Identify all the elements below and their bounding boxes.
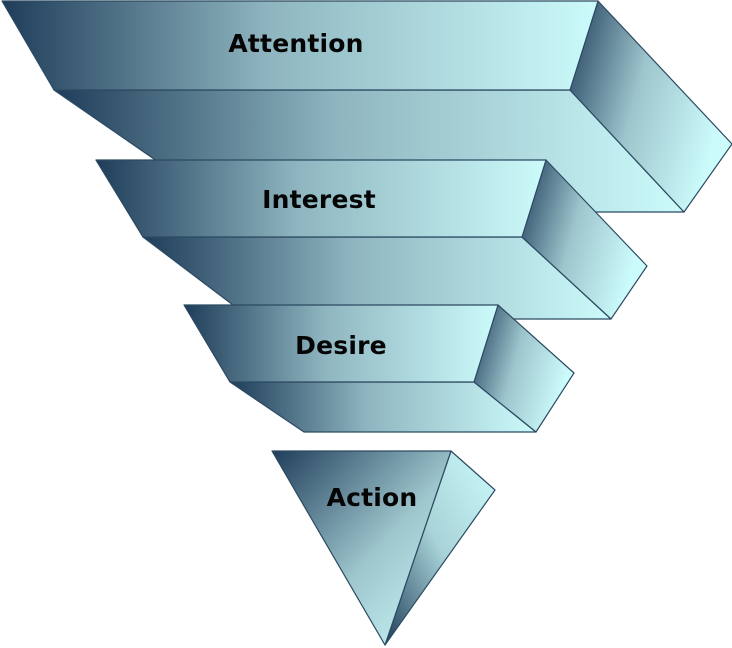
attention-top-face — [1, 0, 599, 91]
stage-action: Action — [271, 450, 496, 646]
desire-top-face — [183, 304, 499, 383]
stage-label-desire: Desire — [295, 331, 387, 360]
stage-label-action: Action — [327, 483, 418, 512]
stage-label-attention: Attention — [228, 29, 363, 58]
action-front-face — [271, 450, 452, 646]
interest-top-face — [95, 159, 547, 238]
stage-interest: Interest — [95, 159, 648, 320]
stage-desire: Desire — [183, 304, 575, 433]
stage-label-interest: Interest — [262, 185, 376, 214]
